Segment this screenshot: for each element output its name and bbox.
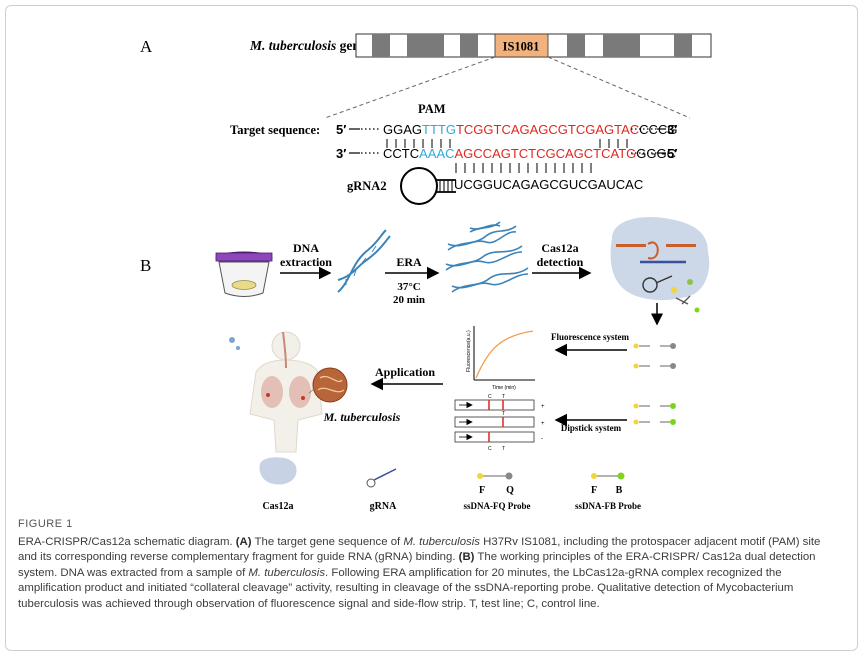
fluorescence-plot: Fluorescence(a.u.) Time (min) [466, 326, 535, 391]
base-pair-ticks-grna [455, 163, 592, 173]
svg-text:F: F [591, 485, 597, 496]
bottom-strand: CCTCAAACAGCCAGTCTCGCAGCTCATGGGGC [383, 146, 676, 161]
panel-a-label: A [140, 37, 153, 56]
panel-b-label: B [140, 256, 151, 275]
zoom-line-right [547, 56, 691, 119]
figure-frame [5, 5, 858, 651]
strip-c-top: C [488, 394, 492, 400]
legend-ssdna-fq: F Q ssDNA-FQ Probe [463, 472, 531, 511]
is1081-box [494, 33, 549, 58]
gene-label: M. tuberculosis gene [249, 38, 366, 53]
base-pair-ticks-top [386, 139, 628, 148]
figure-caption: FIGURE 1 ERA-CRISPR/Cas12a schematic dia… [18, 518, 840, 612]
svg-text:B: B [616, 485, 623, 496]
cas12a-complex-icon [610, 216, 710, 313]
legend-ssdna-fb: F B ssDNA-FB Probe [575, 472, 641, 511]
legend-cas12a: Cas12a [259, 457, 297, 512]
target-sequence-label: Target sequence: [230, 123, 320, 137]
is1081-label: IS1081 [503, 40, 540, 54]
svg-text:ssDNA-FB Probe: ssDNA-FB Probe [575, 501, 641, 511]
bottom-three-prime: 3′ [336, 146, 346, 161]
sample-jar-icon [215, 251, 273, 297]
era-temp: 37°C [397, 281, 420, 293]
svg-text:Cas12a: Cas12a [262, 501, 293, 512]
bottom-five-prime: 5′ [667, 146, 677, 161]
era-label: ERA [396, 255, 422, 269]
lateral-flow-strips: C T + T + - C T [454, 394, 545, 452]
strip-t-mid: T [502, 411, 505, 417]
strip-c-bottom: C [488, 446, 492, 452]
human-lungs-icon [229, 331, 348, 453]
zoom-line-left [324, 56, 496, 119]
strip-plus-1: + [541, 404, 545, 410]
mtb-label: M. tuberculosis [323, 410, 401, 424]
svg-text:gRNA: gRNA [370, 501, 397, 512]
dipstick-system-label: Dipstick system [561, 423, 622, 433]
strip-minus: - [541, 436, 543, 442]
fluorescence-system-label: Fluorescence system [551, 332, 630, 342]
application-label: Application [375, 365, 435, 379]
svg-text:F: F [479, 485, 485, 496]
top-strand: GGAGTTTGTCGGTCAGAGCGTCGAGTACCCCG [383, 122, 677, 137]
top-five-prime: 5′ [336, 122, 346, 137]
fq-probe-cleaved-icon [633, 343, 676, 369]
dna-label: DNA [293, 241, 319, 255]
era-time: 20 min [393, 294, 425, 306]
fb-probe-cleaved-icon [633, 403, 676, 425]
strip-t-bottom: T [502, 446, 505, 452]
extraction-label: extraction [280, 255, 332, 269]
top-three-prime: 3′ [667, 122, 677, 137]
detection-label: detection [537, 255, 584, 269]
grna2-label: gRNA2 [347, 179, 387, 193]
figure-label: FIGURE 1 [18, 518, 73, 530]
grna-sequence: UCGGUCAGAGCGUCGAUCAC [454, 177, 643, 192]
caption-text: ERA-CRISPR/Cas12a schematic diagram. (A)… [18, 536, 821, 610]
svg-text:Q: Q [506, 485, 514, 496]
legend-grna: gRNA [366, 468, 397, 512]
gene-bar: IS1081 [355, 33, 712, 58]
plot-ylabel: Fluorescence(a.u.) [466, 330, 472, 372]
pam-label: PAM [418, 102, 446, 116]
svg-text:ssDNA-FQ Probe: ssDNA-FQ Probe [463, 501, 530, 511]
cas12a-label: Cas12a [541, 241, 578, 255]
amplified-dna-icon [445, 221, 529, 293]
strip-plus-2: + [541, 421, 545, 427]
dna-helix-icon [337, 229, 391, 293]
strip-t-top: T [502, 394, 505, 400]
grna-hairpin-icon [400, 167, 456, 205]
plot-xlabel: Time (min) [492, 385, 516, 391]
